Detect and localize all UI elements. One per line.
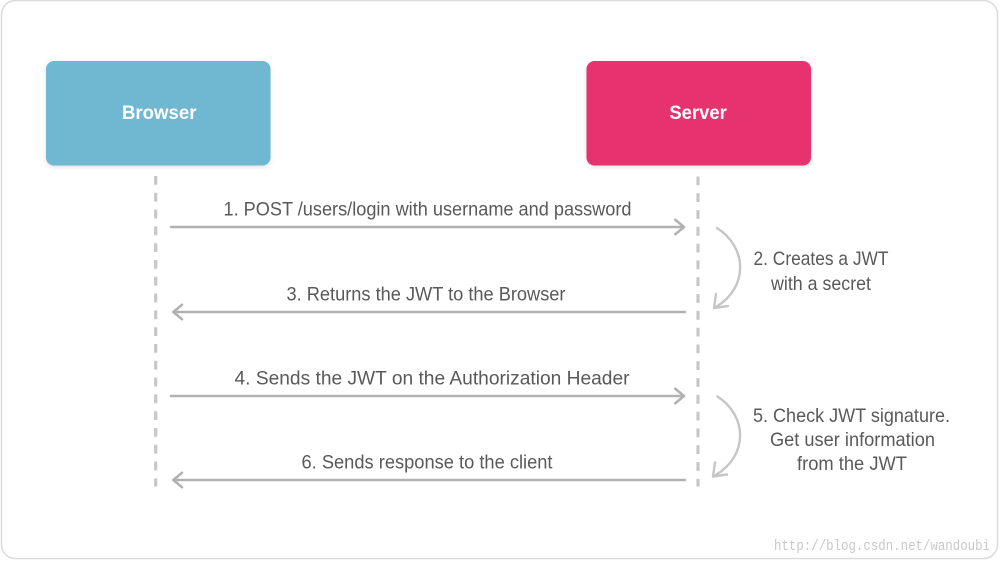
svg-text:6. Sends response to the clien: 6. Sends response to the client: [302, 452, 554, 474]
svg-text:with a secret: with a secret: [770, 273, 871, 295]
svg-text:2. Creates a JWT: 2. Creates a JWT: [754, 248, 889, 270]
svg-text:http://blog.csdn.net/wandoubi: http://blog.csdn.net/wandoubi: [774, 539, 990, 555]
svg-text:Server: Server: [669, 103, 727, 124]
svg-text:1. POST /users/login with user: 1. POST /users/login with username and p…: [224, 199, 632, 221]
svg-text:5. Check JWT signature.: 5. Check JWT signature.: [753, 405, 950, 427]
svg-text:3. Returns the JWT to the Brow: 3. Returns the JWT to the Browser: [287, 284, 566, 306]
svg-text:4. Sends the JWT on the Author: 4. Sends the JWT on the Authorization He…: [235, 368, 630, 390]
svg-text:from the JWT: from the JWT: [797, 453, 907, 475]
svg-text:Browser: Browser: [122, 103, 197, 124]
svg-text:Get user information: Get user information: [770, 429, 935, 451]
